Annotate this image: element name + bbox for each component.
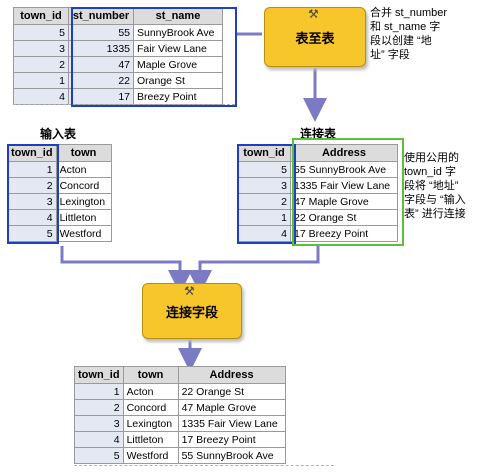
connector-input [60, 246, 192, 294]
join-table-label: 连接表 [300, 127, 337, 141]
col-town-id: town_id [7, 144, 57, 162]
torn-edge [13, 104, 235, 111]
torn-edge [74, 465, 334, 472]
tool-label: 连接字段 [165, 304, 218, 320]
col-town: town [122, 366, 179, 384]
col-st-name: st_name [133, 7, 223, 25]
col-town-id: town_id [237, 144, 291, 162]
hammer-icon: ⚒ [184, 284, 195, 298]
connector-join [188, 246, 320, 294]
input-table-label: 输入表 [40, 127, 77, 141]
col-address: Address [177, 366, 286, 384]
col-town-id: town_id [13, 7, 69, 25]
col-st-number: st_number [68, 7, 134, 25]
table-to-table-tool[interactable]: 表至表 [264, 7, 366, 67]
join-note: 使用公用的 town_id 字 段将 “地址” 字段与 “输入 表” 进行连接 [404, 152, 466, 220]
tool-label: 表至表 [295, 30, 335, 46]
join-field-tool[interactable]: 连接字段 [142, 283, 242, 339]
col-address: Address [290, 144, 398, 162]
col-town: town [55, 144, 112, 162]
merge-note: 合并 st_number 和 st_name 字 段以创建 “地 址” 字段 [370, 7, 448, 61]
hammer-icon: ⚒ [308, 7, 319, 21]
col-town-id: town_id [74, 366, 124, 384]
